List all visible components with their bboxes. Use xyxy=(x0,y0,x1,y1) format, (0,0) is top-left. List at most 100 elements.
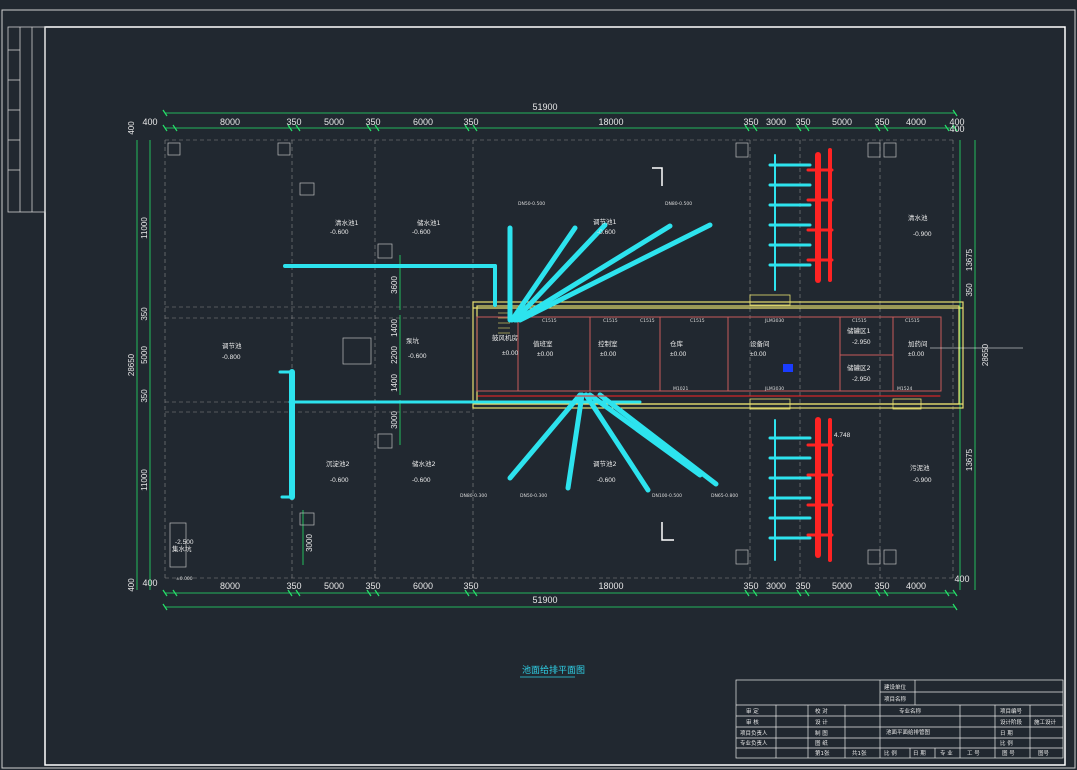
sheet-inner-frame xyxy=(44,26,1066,766)
door-label-7: JLM3030 xyxy=(764,318,784,324)
dimension-lines xyxy=(136,112,976,608)
dim-int-3000b: 3000 xyxy=(305,534,314,552)
tb-bottom-3: 比 例 xyxy=(884,749,897,757)
room-blower-level: ±0.00 xyxy=(502,350,519,357)
dim-right-overall: 28650 xyxy=(981,343,990,366)
tb-row-left-4: 专业负责人 xyxy=(740,739,768,747)
dim-bottom-9: 3000 xyxy=(766,581,786,591)
room-tank-1-level: -2.950 xyxy=(852,339,871,346)
dim-bottom-5: 6000 xyxy=(413,581,433,591)
room-control-level: ±0.00 xyxy=(600,351,617,358)
drawing-title: 池面给排平面图 xyxy=(522,664,585,676)
dim-overall-top: 51900 xyxy=(532,102,557,112)
dim-top-3: 5000 xyxy=(324,117,344,127)
tb-row-left-1: 审 定 xyxy=(746,707,759,715)
dim-bottom-14: 400 xyxy=(954,574,969,584)
dim-int-3000a: 3000 xyxy=(390,411,399,429)
door-label-2: C1515 xyxy=(603,318,618,324)
dim-left-1: 11000 xyxy=(140,217,149,239)
tb-row-mid-3: 制 图 xyxy=(815,729,828,737)
dim-bottom-3: 5000 xyxy=(324,581,344,591)
room-labels: 清水池1 -0.600 储水池1 -0.600 调节池1 -0.600 调节池 … xyxy=(172,213,932,553)
tb-design-stage: 施工设计 xyxy=(1034,718,1057,726)
tb-project-unit: 建设单位 xyxy=(884,683,907,691)
room-clear-pool-2-level: -0.600 xyxy=(330,477,349,484)
tb-bottom-4: 日 期 xyxy=(913,750,926,757)
dim-top-7: 18000 xyxy=(598,117,623,127)
dim-top-11: 5000 xyxy=(832,117,852,127)
tb-bottom-6: 工 号 xyxy=(967,750,980,757)
dim-top-12: 350 xyxy=(874,117,889,127)
room-store-level: ±0.00 xyxy=(670,351,687,358)
internal-dimension-text: 3600 1400 2200 1400 3000 3000 xyxy=(305,276,399,552)
title-block-text: 建设单位 项目名称 专业名称 池面平面给排管图 项目编号 设计阶段 施工设计 日… xyxy=(740,683,1057,757)
dim-top-9: 3000 xyxy=(766,117,786,127)
tb-bottom-5: 专 业 xyxy=(940,749,953,757)
door-label-6: C1515 xyxy=(905,318,920,324)
room-office-name: 值班室 xyxy=(533,339,553,348)
tb-bottom-1: 第1张 xyxy=(815,749,830,757)
dim-bottom-0: 400 xyxy=(142,578,157,588)
door-label-1: C1515 xyxy=(542,318,557,324)
door-label-8: JLM3030 xyxy=(764,386,784,392)
elevation-label-2: ±0.000 xyxy=(176,576,193,582)
tb-row-mid-1: 校 对 xyxy=(815,707,828,715)
dim-top-13: 4000 xyxy=(906,117,926,127)
room-clear-pool-1-name: 清水池1 xyxy=(335,218,359,227)
tb-design-stage-label: 设计阶段 xyxy=(1000,718,1023,726)
room-tank-1-name: 储罐区1 xyxy=(847,326,871,335)
reference-marks xyxy=(652,167,674,541)
dim-bottom-6: 350 xyxy=(463,581,478,591)
room-sump-name: 集水坑 xyxy=(172,544,192,553)
dim-bottom-10: 350 xyxy=(795,581,810,591)
dim-int-1400a: 1400 xyxy=(390,319,399,337)
tb-bottom-7: 图 号 xyxy=(1002,749,1015,757)
room-med-level: ±0.00 xyxy=(908,351,925,358)
room-reg-pool-2-level: -0.600 xyxy=(597,477,616,484)
dim-bottom-1: 8000 xyxy=(220,581,240,591)
door-label-4: C1515 xyxy=(690,318,705,324)
left-dimension-text: 28650 400 11000 350 5000 350 11000 400 xyxy=(127,121,149,592)
tb-row-mid-4: 图 纸 xyxy=(815,739,828,747)
room-equal-pool-level: -0.800 xyxy=(222,354,241,361)
room-reg-pool-1-name: 调节池1 xyxy=(593,217,617,226)
top-dimension-text: 51900 400 8000 350 5000 350 6000 350 180… xyxy=(142,102,964,127)
dim-left-2: 350 xyxy=(140,307,149,321)
dim-left-6: 400 xyxy=(127,578,136,592)
dim-right-0: 13675 xyxy=(965,248,974,271)
room-sump-level: -2.500 xyxy=(175,539,194,546)
pool-walls xyxy=(167,142,897,568)
building-walls xyxy=(472,301,964,409)
pipe-notes: DN50-0.500 DN80-0.500 DN80-0.300 DN50-0.… xyxy=(460,201,738,499)
tb-row-mid-2: 设 计 xyxy=(815,718,828,726)
room-clear-pool-2-name: 沉淀池2 xyxy=(326,459,350,468)
dim-bottom-8: 350 xyxy=(743,581,758,591)
room-pump-name: 设备间 xyxy=(750,339,770,348)
dim-top-10: 350 xyxy=(795,117,810,127)
room-tank-2-level: -2.950 xyxy=(852,376,871,383)
room-reg-pool-2-name: 调节池2 xyxy=(593,459,617,468)
dim-int-2200: 2200 xyxy=(390,346,399,364)
bottom-dimension-text: 400 8000 350 5000 350 6000 350 18000 350… xyxy=(142,574,969,605)
axis-grid xyxy=(164,139,954,579)
dim-top-8: 350 xyxy=(743,117,758,127)
room-blower-name: 鼓风机房 xyxy=(492,333,518,342)
room-sludge-pool-name: 污泥池 xyxy=(910,463,930,472)
tb-project-name: 项目名称 xyxy=(884,695,907,703)
dim-right-2: 13675 xyxy=(965,448,974,471)
binding-strip xyxy=(7,26,46,213)
pipes-red xyxy=(477,148,941,562)
room-filter-pool-1-name: 储水池1 xyxy=(417,218,441,227)
dim-top-5: 6000 xyxy=(413,117,433,127)
room-sludge-pool-level: -0.900 xyxy=(913,477,932,484)
door-label-9: M1021 xyxy=(673,386,688,392)
tb-date-label: 日 期 xyxy=(1000,730,1013,737)
door-label-10: M1524 xyxy=(897,386,912,392)
equipment-marker xyxy=(783,364,793,372)
dim-top-1: 8000 xyxy=(220,117,240,127)
pipe-note-4: DN50-0.300 xyxy=(520,493,547,499)
dim-left-overall: 28650 xyxy=(127,353,136,376)
dim-int-1400b: 1400 xyxy=(390,374,399,392)
dim-top-right-400: 400 xyxy=(949,124,964,134)
room-pump-level: ±0.00 xyxy=(750,351,767,358)
